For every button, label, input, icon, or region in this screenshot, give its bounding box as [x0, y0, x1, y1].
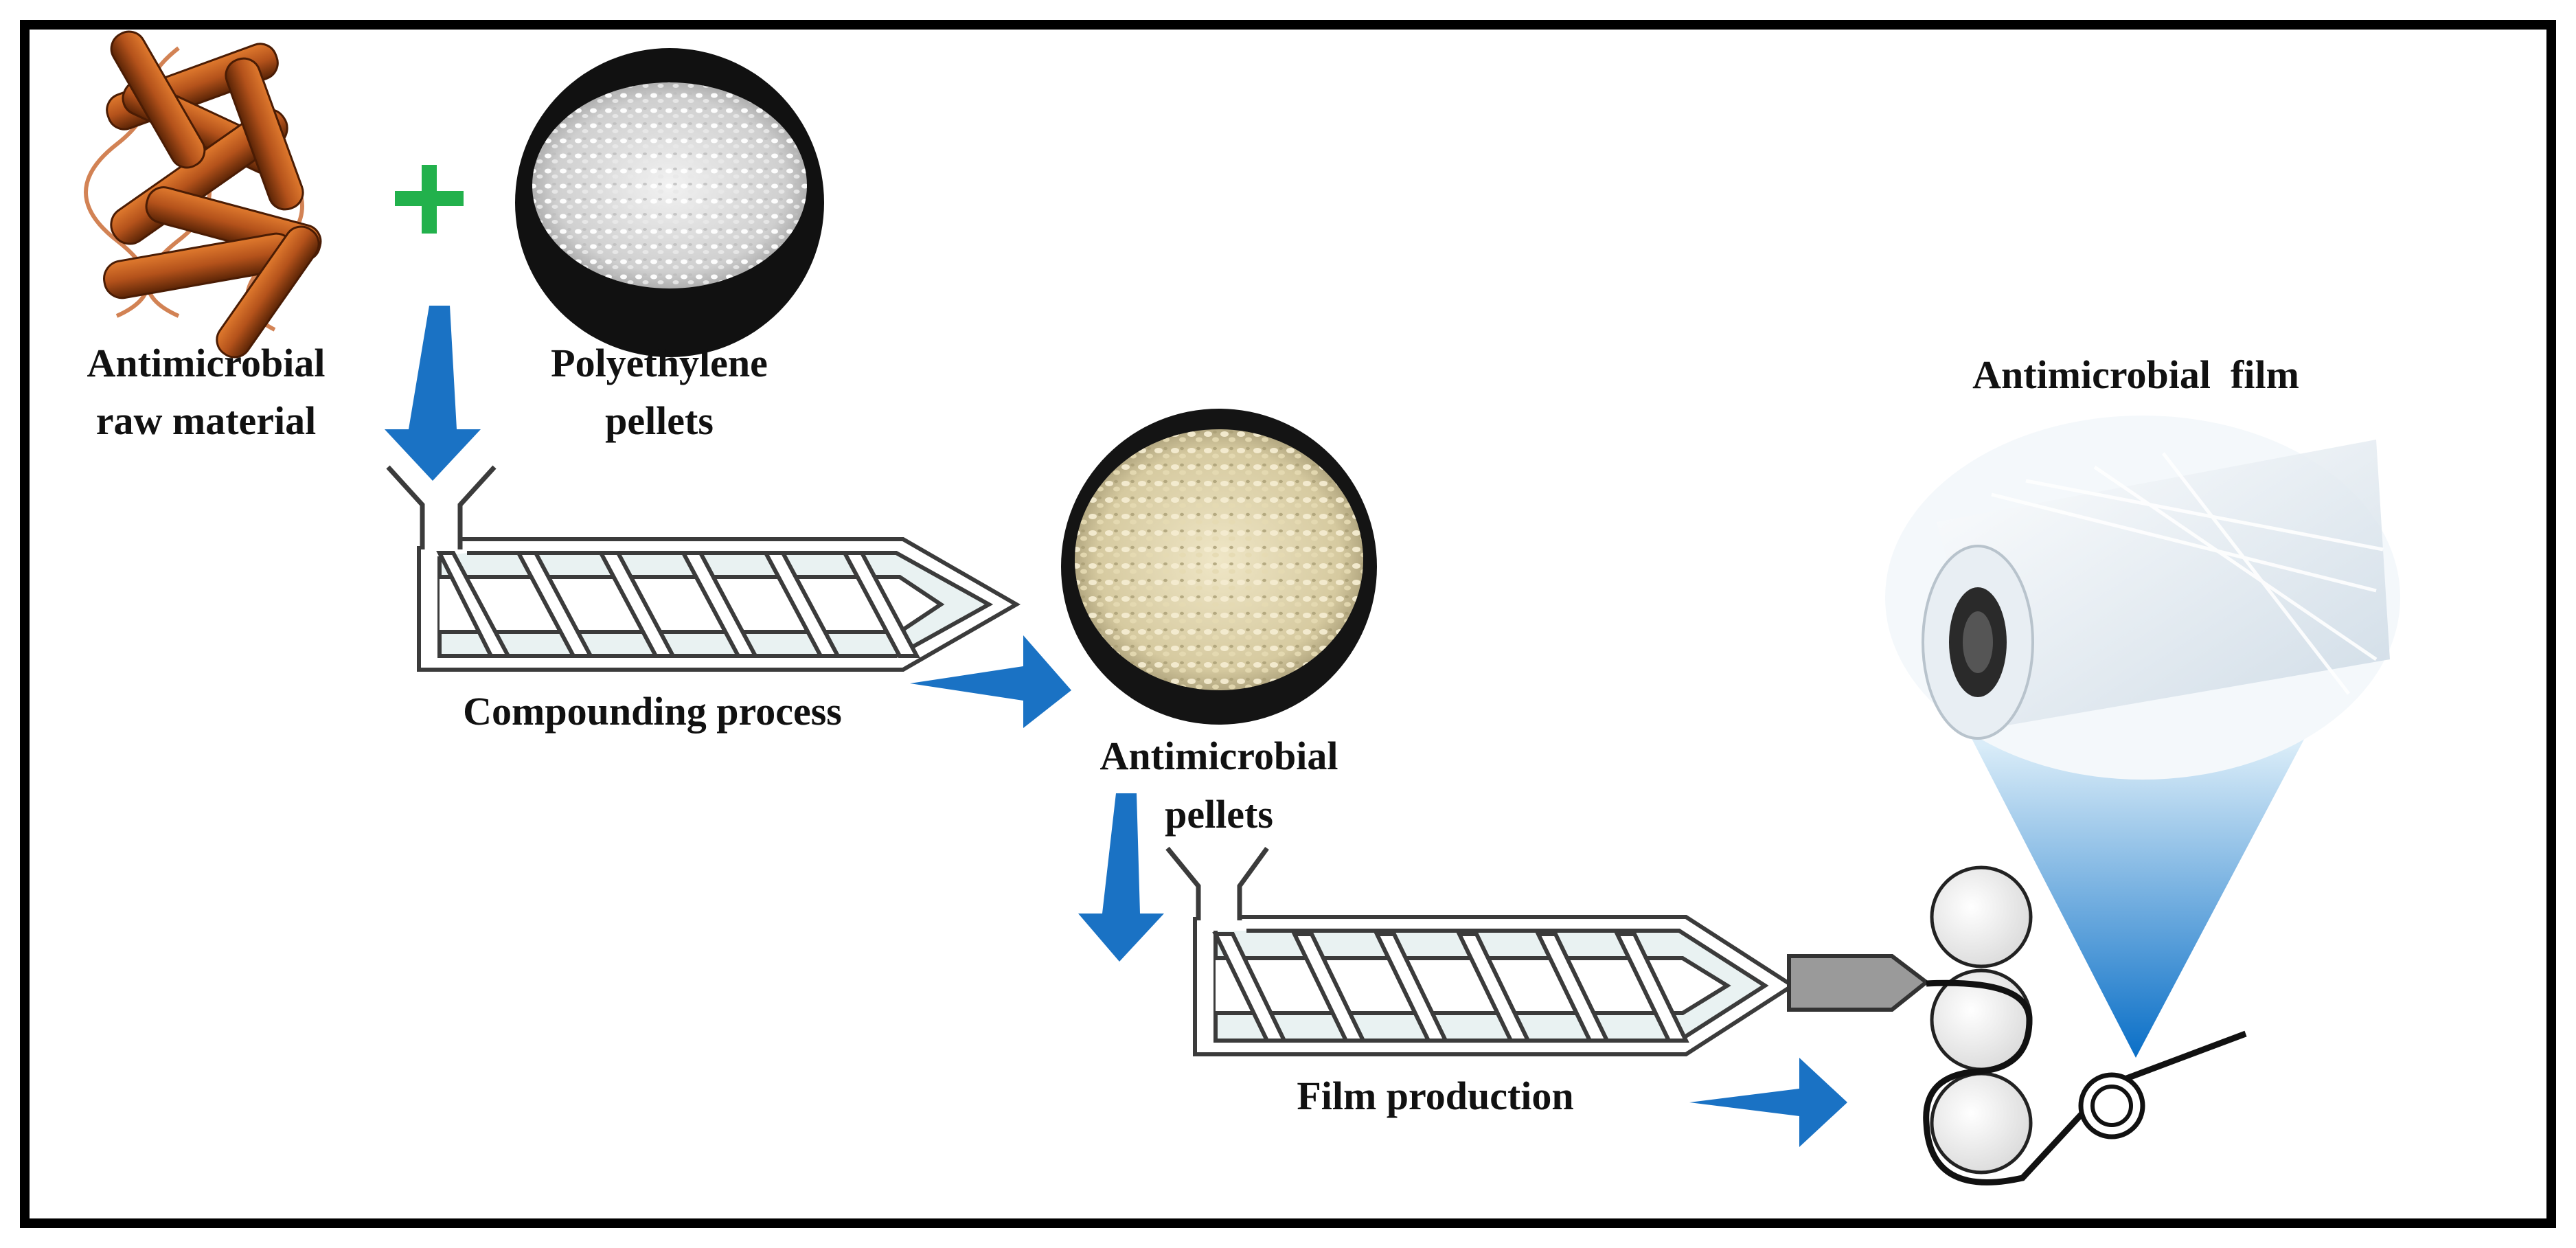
polyethylene-pellets-image [515, 48, 824, 357]
film-die [1787, 954, 1930, 1012]
am-pellets-label-line2: pellets [1165, 792, 1273, 837]
antimicrobial-film-label: Antimicrobial film [1972, 352, 2299, 397]
arrow-icon [910, 635, 1071, 728]
pe-pellets-label-line1: Polyethylene [551, 341, 768, 385]
antimicrobial-pellets-image [1061, 409, 1377, 725]
compounding-label: Compounding process [463, 689, 842, 734]
antimicrobial-film-image [1885, 416, 2400, 780]
raw-material-image [84, 30, 322, 359]
arrow-icon [1689, 1058, 1847, 1147]
raw-material-label-line2: raw material [96, 398, 316, 443]
arrow-icon [1078, 793, 1164, 962]
film-rollers [1923, 865, 2247, 1185]
am-pellets-label-line1: Antimicrobial [1100, 734, 1338, 778]
compounding-extruder [386, 465, 1021, 672]
arrow-icon [385, 306, 481, 481]
plus-icon [395, 165, 464, 234]
film-extruder [1165, 846, 1797, 1056]
pe-pellets-label-line2: pellets [605, 398, 714, 443]
raw-material-label-line1: Antimicrobial [87, 341, 326, 385]
film-production-label: Film production [1297, 1074, 1573, 1118]
